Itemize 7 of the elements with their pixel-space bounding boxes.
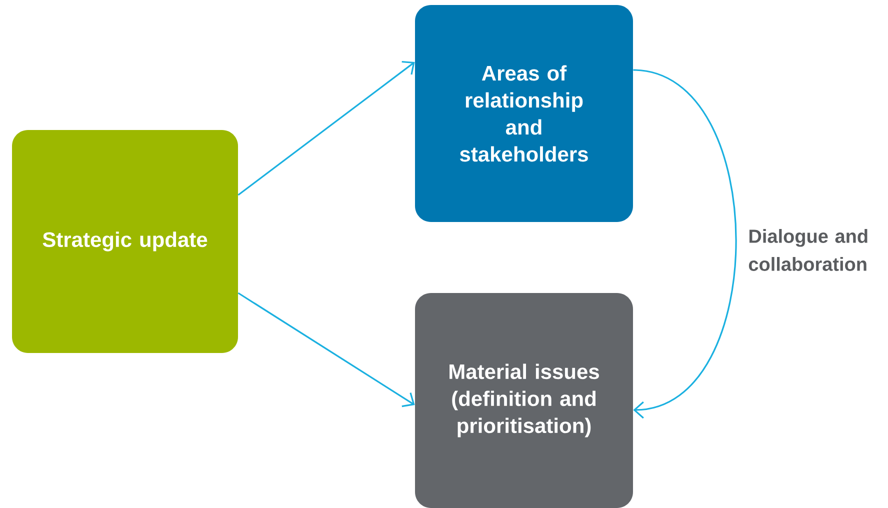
edge-label: Dialogue and collaboration	[748, 229, 868, 271]
process-box: Strategic update	[12, 130, 238, 353]
process-box: Material issues (definition and prioritisation)	[415, 293, 633, 508]
arrow	[238, 60, 415, 196]
process-box: Areas of relationship and stakeholders	[415, 5, 633, 222]
curved-arrow	[633, 69, 737, 419]
arrow	[238, 292, 415, 408]
